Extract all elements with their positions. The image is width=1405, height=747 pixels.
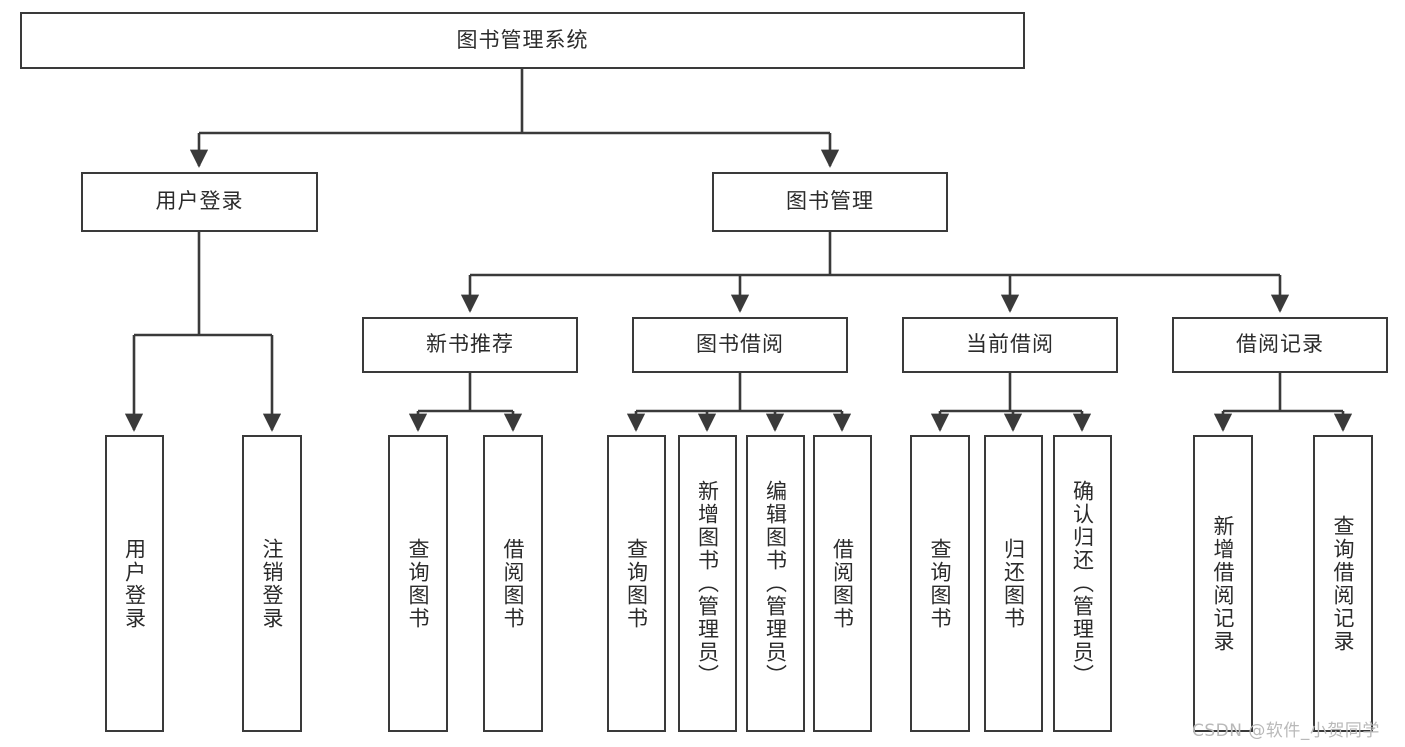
leaf-label: 编辑图书（管理员） xyxy=(763,480,788,687)
leaf-borrow-book-1[interactable]: 借阅图书 xyxy=(483,435,543,732)
leaf-label: 查询借阅记录 xyxy=(1331,514,1356,653)
leaf-label: 新增图书（管理员） xyxy=(695,480,720,687)
leaf-add-record[interactable]: 新增借阅记录 xyxy=(1193,435,1253,732)
leaf-confirm-return[interactable]: 确认归还（管理员） xyxy=(1053,435,1112,732)
leaf-borrow-book-2[interactable]: 借阅图书 xyxy=(813,435,872,732)
leaf-user-login[interactable]: 用户登录 xyxy=(105,435,164,732)
leaf-label: 借阅图书 xyxy=(501,537,526,630)
leaf-add-book[interactable]: 新增图书（管理员） xyxy=(678,435,737,732)
leaf-label: 归还图书 xyxy=(1001,537,1026,630)
leaf-label: 确认归还（管理员） xyxy=(1070,480,1095,687)
node-user-login[interactable]: 用户登录 xyxy=(81,172,318,232)
leaf-logout[interactable]: 注销登录 xyxy=(242,435,302,732)
leaf-query-book-1[interactable]: 查询图书 xyxy=(388,435,448,732)
leaf-query-book-3[interactable]: 查询图书 xyxy=(910,435,970,732)
leaf-label: 注销登录 xyxy=(260,537,285,630)
leaf-label: 新增借阅记录 xyxy=(1211,514,1236,653)
leaf-query-book-2[interactable]: 查询图书 xyxy=(607,435,666,732)
node-root[interactable]: 图书管理系统 xyxy=(20,12,1025,69)
leaf-label: 用户登录 xyxy=(122,537,147,630)
node-borrow-record[interactable]: 借阅记录 xyxy=(1172,317,1388,373)
node-current-borrow[interactable]: 当前借阅 xyxy=(902,317,1118,373)
leaf-label: 查询图书 xyxy=(624,537,649,630)
leaf-return-book[interactable]: 归还图书 xyxy=(984,435,1043,732)
node-book-manage[interactable]: 图书管理 xyxy=(712,172,948,232)
leaf-query-record[interactable]: 查询借阅记录 xyxy=(1313,435,1373,732)
leaf-label: 查询图书 xyxy=(406,537,431,630)
node-book-borrow[interactable]: 图书借阅 xyxy=(632,317,848,373)
leaf-label: 借阅图书 xyxy=(830,537,855,630)
leaf-edit-book[interactable]: 编辑图书（管理员） xyxy=(746,435,805,732)
leaf-label: 查询图书 xyxy=(928,537,953,630)
node-new-book-recommend[interactable]: 新书推荐 xyxy=(362,317,578,373)
csdn-watermark: CSDN @软件_小贺同学 xyxy=(1192,721,1380,741)
